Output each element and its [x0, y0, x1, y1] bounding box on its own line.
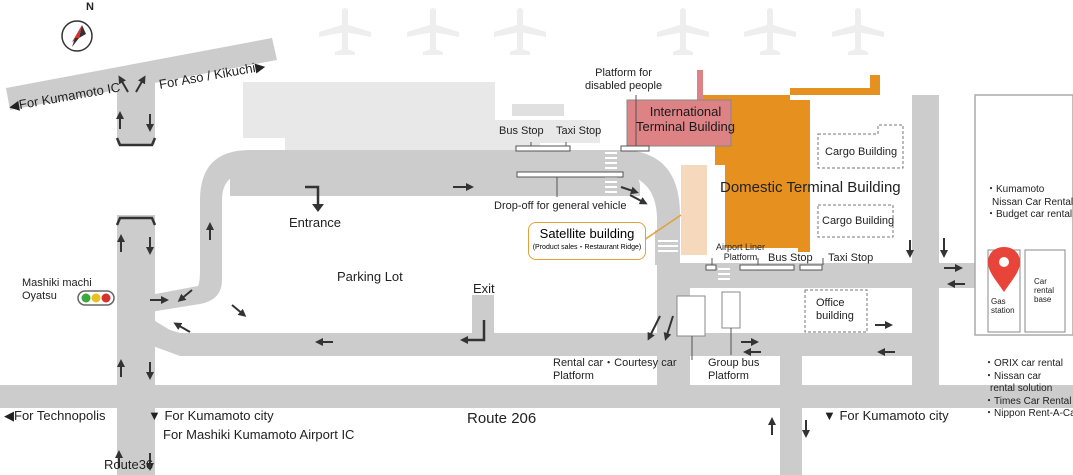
bus-stop-top-label: Bus Stop — [499, 125, 544, 137]
rental-bottom-item: ・Nissan car — [984, 370, 1042, 382]
rental-list-bottom: ・ORIX car rental ・Nissan car rental solu… — [984, 358, 1073, 421]
bus-stop-right-label: Bus Stop — [768, 252, 813, 264]
label-for-kumamoto-city-left: ▼ For Kumamoto city — [148, 408, 274, 423]
satellite-building-sub: (Product sales・Restaurant Ridge) — [532, 244, 642, 251]
satellite-building-callout: Satellite building (Product sales・Restau… — [528, 222, 646, 260]
label-for-mashiki-ic: For Mashiki Kumamoto Airport IC — [163, 427, 355, 442]
rental-top-item: Nissan Car Rental — [992, 196, 1073, 208]
rental-bottom-item: ・ORIX car rental — [984, 358, 1063, 369]
satellite-building-label: Satellite building — [539, 226, 635, 241]
compass-icon — [61, 20, 93, 52]
route-36-label: Route36 — [104, 457, 154, 472]
rental-bottom-item: ・Nippon Rent-A-Car — [984, 408, 1073, 419]
domestic-terminal-label: Domestic Terminal Building — [720, 179, 901, 196]
rental-bottom-item: rental solution — [990, 383, 1053, 394]
international-terminal — [626, 99, 732, 147]
cargo-building-2 — [817, 204, 894, 238]
compass-north-label: N — [86, 1, 94, 13]
cargo-building-1-label: Cargo Building — [825, 146, 898, 158]
cargo-building-2-label: Cargo Building — [822, 215, 895, 227]
domestic-terminal — [703, 75, 880, 252]
entrance-label: Entrance — [289, 215, 342, 230]
traffic-signal-icon — [77, 290, 115, 306]
route-206-label: Route 206 — [467, 410, 537, 427]
label-for-kumamoto-city-right: ▼ For Kumamoto city — [823, 408, 949, 423]
traffic-arrows — [115, 75, 965, 471]
label-for-technopolis: ◀For Technopolis — [4, 408, 106, 423]
parking-lot-label: Parking Lot — [337, 269, 403, 284]
exit-label: Exit — [473, 281, 495, 296]
car-rental-base-box — [1024, 249, 1066, 333]
apron-area — [243, 82, 600, 150]
satellite-building — [681, 165, 707, 255]
office-building — [804, 289, 868, 333]
rental-top-item: ・Budget car rental — [986, 209, 1073, 220]
taxi-stop-top-label: Taxi Stop — [556, 125, 602, 137]
taxi-stop-right-label: Taxi Stop — [828, 252, 874, 264]
dropoff-label: Drop-off for general vehicle — [494, 200, 627, 212]
airplane-icons — [319, 8, 884, 55]
rental-top-item: ・Kumamoto — [986, 184, 1045, 195]
map-pin-icon — [988, 247, 1020, 292]
rental-list-top: ・Kumamoto Nissan Car Rental ・Budget car … — [986, 184, 1073, 222]
cargo-building-1 — [817, 124, 904, 169]
rental-bottom-item: ・Times Car Rental — [984, 395, 1072, 407]
